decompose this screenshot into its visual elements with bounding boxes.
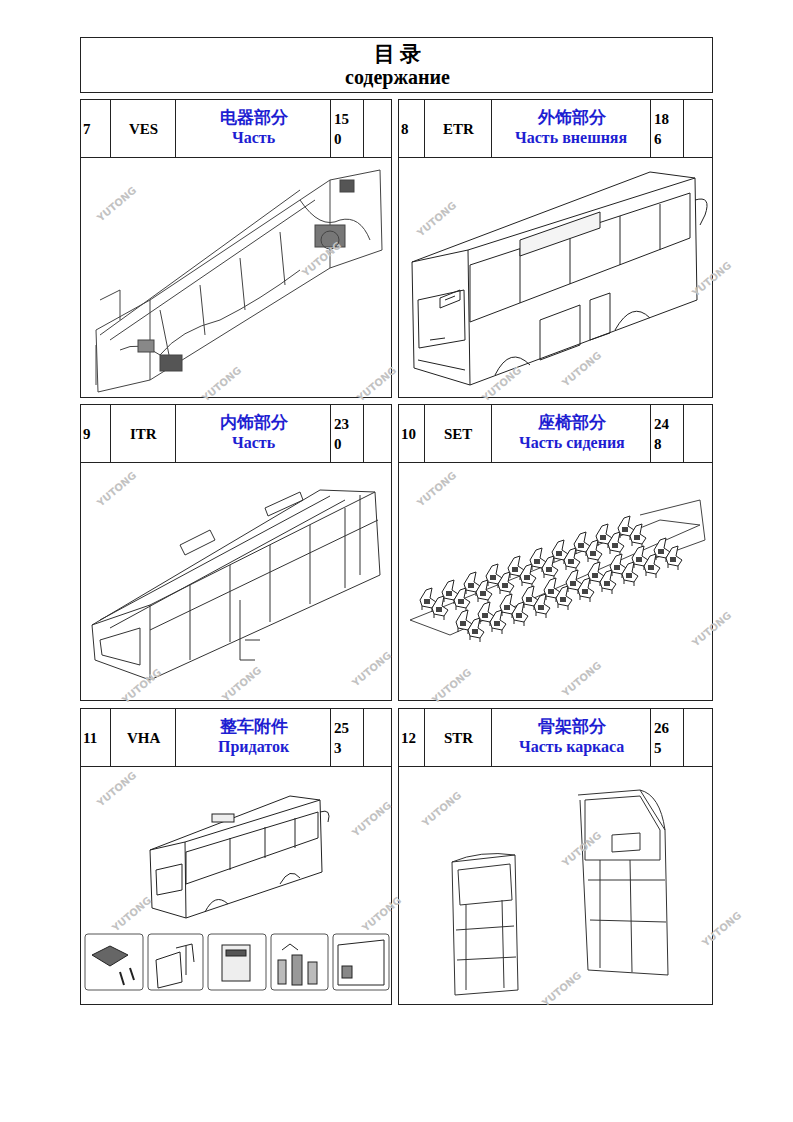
- cell-divider: [363, 100, 364, 158]
- cell-divider: [110, 100, 111, 158]
- cell-divider: [491, 100, 492, 158]
- section-panel: 11 VHA 整车附件Придаток 253: [80, 708, 392, 1005]
- cell-divider: [110, 709, 111, 767]
- watermark: YUTONG: [95, 470, 138, 509]
- seats-illustration: [410, 500, 705, 642]
- section-panel: 7 VES 电器部分Часть 150: [80, 99, 392, 398]
- page-number: 230: [334, 414, 351, 455]
- page-number: 265: [654, 718, 671, 759]
- cell-divider: [81, 462, 391, 463]
- cell-divider: [491, 709, 492, 767]
- section-name-cn: 外饰部分: [538, 109, 606, 128]
- cell-divider: [175, 405, 176, 463]
- section-name-cn: 骨架部分: [538, 718, 606, 737]
- wiring-illustration: [96, 170, 382, 392]
- watermark: YUTONG: [120, 667, 163, 706]
- watermark: YUTONG: [420, 790, 463, 829]
- accessories-illustration: [85, 796, 389, 990]
- cell-divider: [399, 766, 712, 767]
- cell-divider: [175, 100, 176, 158]
- section-panel: 12 STR 骨架部分Часть каркаса 265: [398, 708, 713, 1005]
- watermark: YUTONG: [560, 350, 603, 389]
- section-name-ru: Часть внешняя: [515, 129, 627, 147]
- section-name-cn: 座椅部分: [538, 414, 606, 433]
- cell-divider: [330, 709, 331, 767]
- page-number: 253: [334, 718, 351, 759]
- page-number: 150: [334, 109, 351, 150]
- bus-exterior-illustration: [412, 172, 707, 385]
- cell-divider: [363, 709, 364, 767]
- cell-divider: [683, 405, 684, 463]
- watermark: YUTONG: [95, 770, 138, 809]
- section-number: 10: [401, 426, 416, 443]
- watermark: YUTONG: [360, 895, 403, 934]
- section-code: SET: [444, 426, 472, 443]
- section-code: VES: [129, 121, 158, 138]
- watermark: YUTONG: [220, 665, 263, 704]
- section-number: 7: [83, 121, 91, 138]
- cell-divider: [81, 766, 391, 767]
- page-number: 248: [654, 414, 671, 455]
- cell-divider: [650, 709, 651, 767]
- section-code: STR: [444, 730, 473, 747]
- section-name-ru: Часть каркаса: [519, 738, 624, 756]
- watermark: YUTONG: [350, 650, 393, 689]
- watermark: YUTONG: [415, 470, 458, 509]
- cell-divider: [81, 157, 391, 158]
- cell-divider: [424, 405, 425, 463]
- watermark: YUTONG: [540, 970, 583, 1009]
- watermark: YUTONG: [700, 910, 743, 949]
- cell-divider: [363, 405, 364, 463]
- cell-divider: [683, 100, 684, 158]
- title-ru: содержание: [345, 66, 450, 88]
- watermark: YUTONG: [560, 660, 603, 699]
- section-name-cn: 内饰部分: [220, 414, 288, 433]
- section-name-ru: Придаток: [218, 738, 289, 756]
- cell-divider: [424, 100, 425, 158]
- watermark: YUTONG: [350, 800, 393, 839]
- section-number: 12: [401, 730, 416, 747]
- cell-divider: [330, 100, 331, 158]
- section-number: 11: [83, 730, 97, 747]
- watermark: YUTONG: [95, 185, 138, 224]
- section-code: ETR: [443, 121, 474, 138]
- section-panel: 10 SET 座椅部分Часть сидения 248: [398, 404, 713, 701]
- section-panel: 8 ETR 外饰部分Часть внешняя 186: [398, 99, 713, 398]
- cell-divider: [683, 709, 684, 767]
- section-number: 8: [401, 121, 409, 138]
- frame-illustration: [452, 790, 668, 995]
- section-code: ITR: [130, 426, 157, 443]
- section-code: VHA: [127, 730, 160, 747]
- section-panel: 9 ITR 内饰部分Часть 230: [80, 404, 392, 701]
- cell-divider: [424, 709, 425, 767]
- watermark: YUTONG: [110, 895, 153, 934]
- section-name-cn: 整车附件: [220, 718, 288, 737]
- cell-divider: [399, 157, 712, 158]
- cell-divider: [399, 462, 712, 463]
- watermark: YUTONG: [415, 200, 458, 239]
- watermark: YUTONG: [430, 667, 473, 706]
- cell-divider: [110, 405, 111, 463]
- cell-divider: [491, 405, 492, 463]
- section-number: 9: [83, 426, 91, 443]
- section-name-ru: Часть: [232, 129, 275, 147]
- cell-divider: [330, 405, 331, 463]
- bus-interior-illustration: [92, 490, 380, 680]
- title-box: 目 录содержание: [80, 37, 713, 93]
- page-number: 186: [654, 109, 671, 150]
- cell-divider: [650, 405, 651, 463]
- title-cn: 目 录: [374, 43, 421, 66]
- section-name-ru: Часть сидения: [519, 434, 625, 452]
- section-name-cn: 电器部分: [220, 109, 288, 128]
- watermark: YUTONG: [690, 610, 733, 649]
- cell-divider: [175, 709, 176, 767]
- cell-divider: [650, 100, 651, 158]
- section-name-ru: Часть: [232, 434, 275, 452]
